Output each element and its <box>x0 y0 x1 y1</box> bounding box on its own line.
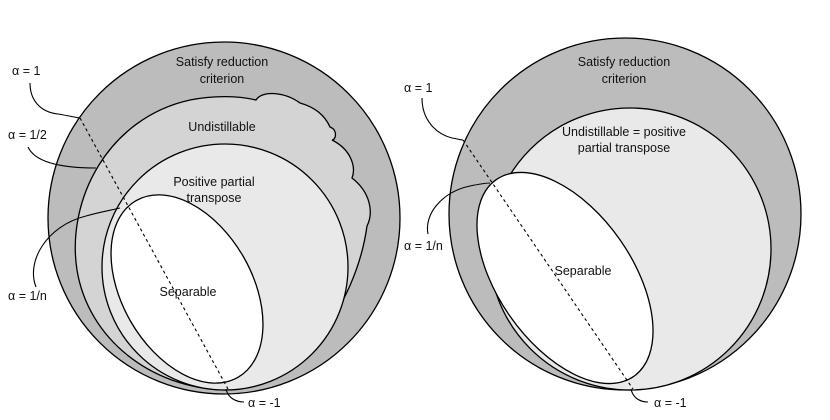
left-undistillable-label: Undistillable <box>188 120 255 134</box>
right-leader-alpha-1n <box>426 182 491 235</box>
right-diagram: Satisfy reduction criterion Undistillabl… <box>404 37 802 410</box>
right-alpha-m1-label: α = -1 <box>654 396 687 410</box>
left-reduction-label-2: criterion <box>200 72 245 86</box>
right-separable-label: Separable <box>555 264 612 278</box>
left-leader-alpha-m1 <box>225 388 245 403</box>
right-leader-alpha-1 <box>421 97 464 141</box>
right-leader-alpha-m1 <box>630 388 649 403</box>
left-leader-alpha-1 <box>29 82 81 119</box>
left-leader-alpha-half <box>27 146 97 169</box>
right-reduction-label-2: criterion <box>602 72 647 86</box>
left-ppt-label-1: Positive partial <box>173 175 254 189</box>
right-alpha-1n-label: α = 1/n <box>404 239 443 253</box>
left-diagram: Satisfy reduction criterion Undistillabl… <box>8 41 401 410</box>
left-alpha-half-label: α = 1/2 <box>8 128 47 142</box>
left-alpha-1n-label: α = 1/n <box>8 289 47 303</box>
right-alpha-line <box>462 139 634 390</box>
right-reduction-label-1: Satisfy reduction <box>578 55 670 69</box>
right-undistillable-label-1: Undistillable = positive <box>562 125 686 139</box>
right-undistillable-label-2: partial transpose <box>578 141 670 155</box>
left-separable-region <box>110 194 264 384</box>
left-alpha-m1-label: α = -1 <box>248 396 281 410</box>
left-leader-alpha-1n <box>32 207 121 288</box>
left-separable-label: Separable <box>160 285 217 299</box>
right-alpha-1-label: α = 1 <box>404 81 432 95</box>
left-reduction-label-1: Satisfy reduction <box>176 55 268 69</box>
left-alpha-1-label: α = 1 <box>12 64 40 78</box>
left-ppt-label-2: transpose <box>187 191 242 205</box>
